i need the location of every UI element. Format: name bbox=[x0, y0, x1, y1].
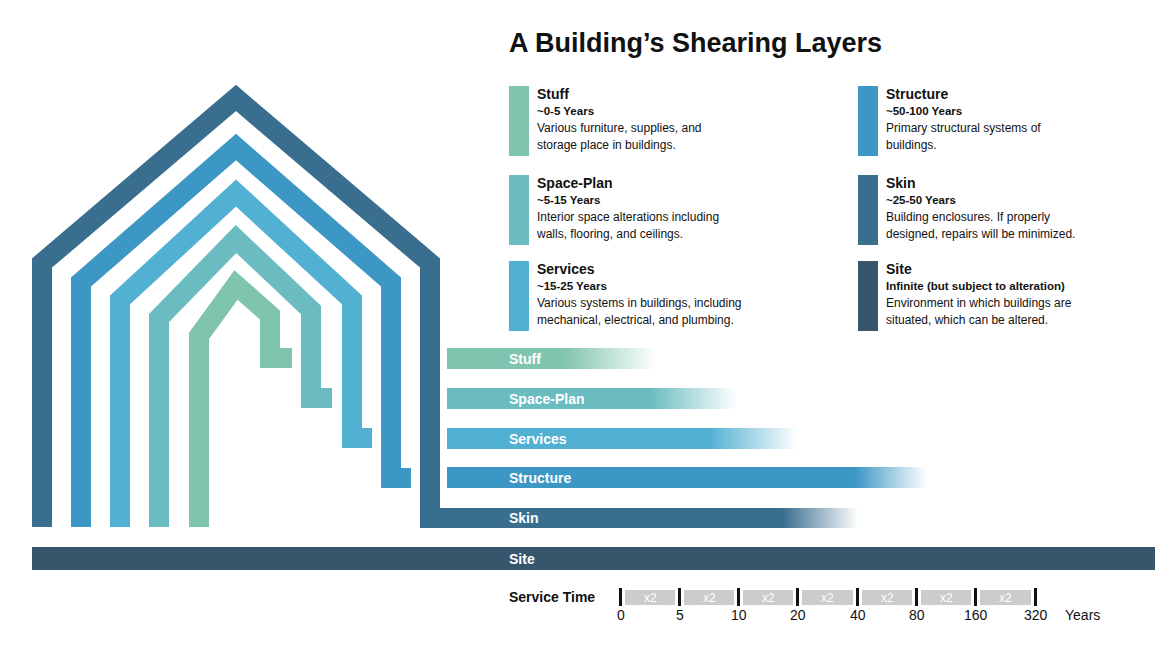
layer-description: Interior space alterations including wal… bbox=[537, 209, 749, 243]
legend-swatch bbox=[509, 86, 529, 156]
multiplier-text: x2 bbox=[821, 591, 834, 605]
axis-tick bbox=[796, 588, 799, 606]
axis-value: 320 bbox=[1024, 607, 1047, 623]
space-plan-outline bbox=[159, 239, 332, 527]
bar-label: Space-Plan bbox=[509, 391, 584, 407]
multiplier-text: x2 bbox=[644, 591, 657, 605]
multiplier-text: x2 bbox=[703, 591, 716, 605]
bar-label: Structure bbox=[509, 470, 571, 486]
layer-bar: Skin bbox=[440, 508, 858, 528]
axis-tick bbox=[737, 588, 740, 606]
axis-tick bbox=[619, 588, 622, 606]
legend-text: Services~15-25 YearsVarious systems in b… bbox=[537, 261, 752, 329]
legend-text: Space-Plan~5-15 YearsInterior space alte… bbox=[537, 175, 749, 243]
axis-value: 0 bbox=[617, 607, 625, 623]
layer-name: Services bbox=[537, 261, 752, 278]
layer-name: Skin bbox=[886, 175, 1086, 192]
axis-tick bbox=[915, 588, 918, 606]
axis-tick bbox=[1034, 588, 1037, 606]
bar-label: Services bbox=[509, 431, 567, 447]
layer-bar: Services bbox=[447, 428, 797, 449]
axis-value: 5 bbox=[676, 607, 684, 623]
legend-swatch bbox=[509, 175, 529, 245]
layer-description: Various furniture, supplies, and storage… bbox=[537, 120, 729, 154]
bar-label: Skin bbox=[509, 510, 539, 526]
multiplier-box: x2 bbox=[862, 590, 912, 605]
services-outline bbox=[120, 193, 372, 527]
axis-tick bbox=[856, 588, 859, 606]
legend-text: SiteInfinite (but subject to alteration)… bbox=[886, 261, 1086, 329]
axis-value: 40 bbox=[850, 607, 866, 623]
legend-text: Stuff~0-5 YearsVarious furniture, suppli… bbox=[537, 86, 729, 154]
multiplier-text: x2 bbox=[762, 591, 775, 605]
structure-outline bbox=[81, 147, 411, 527]
multiplier-box: x2 bbox=[684, 590, 734, 605]
legend-text: Structure~50-100 YearsPrimary structural… bbox=[886, 86, 1086, 154]
multiplier-box: x2 bbox=[625, 590, 675, 605]
layer-lifespan: ~5-15 Years bbox=[537, 192, 749, 209]
axis-title: Service Time bbox=[509, 589, 595, 605]
axis-tick bbox=[678, 588, 681, 606]
axis-tick bbox=[974, 588, 977, 606]
axis-unit: Years bbox=[1065, 607, 1100, 623]
multiplier-box: x2 bbox=[802, 590, 853, 605]
bar-label: Stuff bbox=[509, 351, 541, 367]
multiplier-box: x2 bbox=[921, 590, 971, 605]
stuff-outline bbox=[199, 285, 292, 527]
layer-lifespan: ~25-50 Years bbox=[886, 192, 1086, 209]
layer-name: Stuff bbox=[537, 86, 729, 103]
layer-description: Various systems in buildings, including … bbox=[537, 295, 752, 329]
layer-bar: Site bbox=[32, 547, 1155, 570]
axis-value: 20 bbox=[790, 607, 806, 623]
multiplier-box: x2 bbox=[743, 590, 793, 605]
legend-text: Skin~25-50 YearsBuilding enclosures. If … bbox=[886, 175, 1086, 243]
layer-bar: Space-Plan bbox=[447, 388, 737, 409]
multiplier-text: x2 bbox=[940, 591, 953, 605]
axis-value: 10 bbox=[731, 607, 747, 623]
layer-description: Primary structural systems of buildings. bbox=[886, 120, 1086, 154]
multiplier-text: x2 bbox=[881, 591, 894, 605]
layer-lifespan: ~0-5 Years bbox=[537, 103, 729, 120]
multiplier-box: x2 bbox=[980, 590, 1031, 605]
layer-bar: Stuff bbox=[447, 348, 657, 369]
legend-swatch bbox=[509, 261, 529, 331]
layer-lifespan: ~50-100 Years bbox=[886, 103, 1086, 120]
layer-name: Site bbox=[886, 261, 1086, 278]
layer-name: Space-Plan bbox=[537, 175, 749, 192]
layer-description: Building enclosures. If properly designe… bbox=[886, 209, 1086, 243]
diagram-title: A Building’s Shearing Layers bbox=[509, 28, 882, 59]
layer-lifespan: ~15-25 Years bbox=[537, 278, 752, 295]
multiplier-text: x2 bbox=[999, 591, 1012, 605]
axis-value: 160 bbox=[964, 607, 987, 623]
layer-lifespan: Infinite (but subject to alteration) bbox=[886, 278, 1086, 295]
legend-swatch bbox=[858, 175, 878, 245]
skin-outline bbox=[42, 98, 452, 527]
layer-name: Structure bbox=[886, 86, 1086, 103]
layer-description: Environment in which buildings are situa… bbox=[886, 295, 1086, 329]
legend-swatch bbox=[858, 261, 878, 331]
axis-value: 80 bbox=[909, 607, 925, 623]
layer-bar: Structure bbox=[447, 467, 927, 488]
legend-swatch bbox=[858, 86, 878, 156]
bar-label: Site bbox=[509, 551, 535, 567]
